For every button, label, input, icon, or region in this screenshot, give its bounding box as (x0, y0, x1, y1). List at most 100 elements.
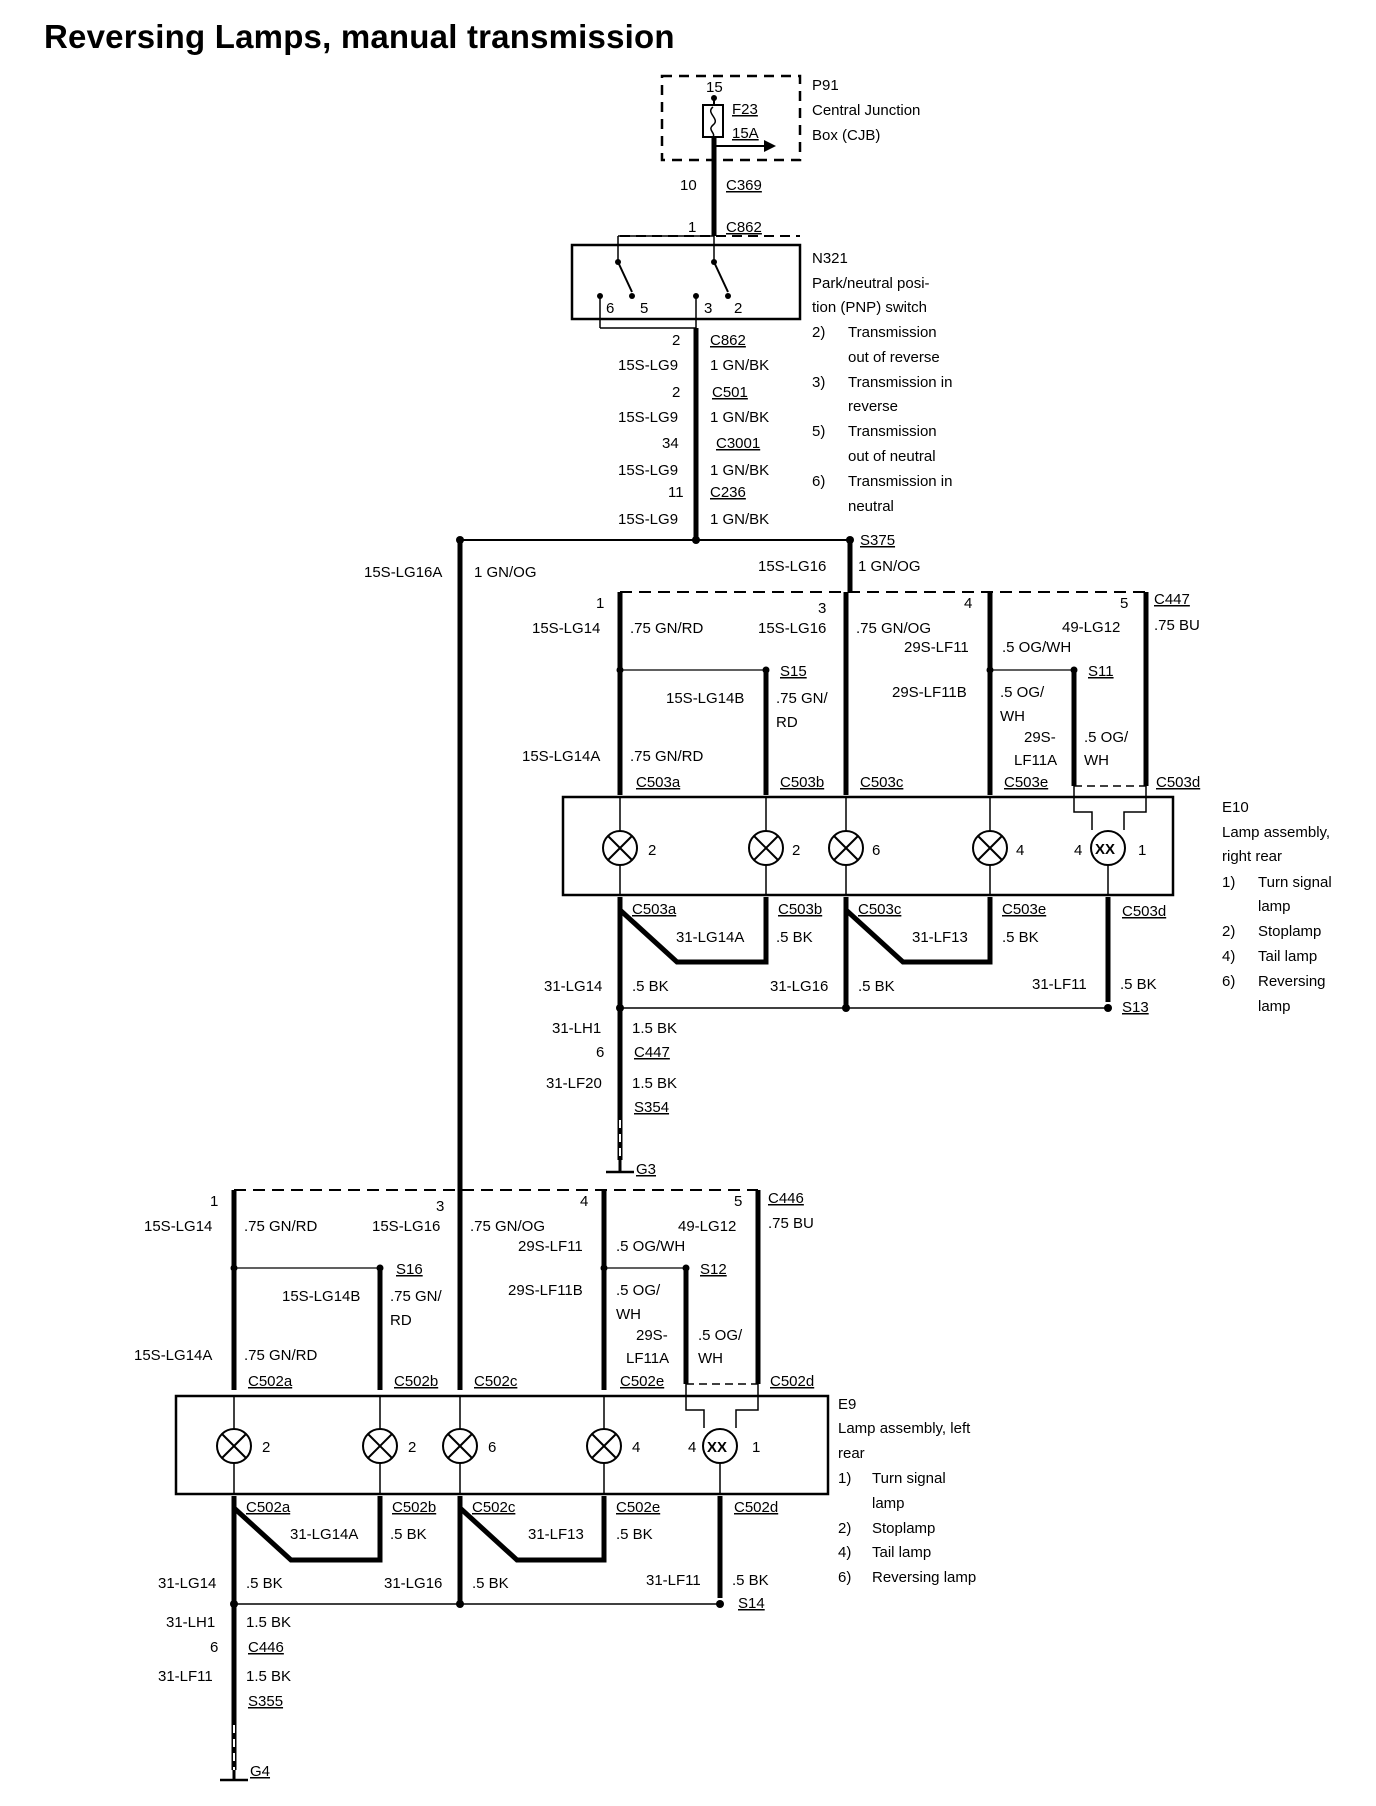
pnp-pin-2: 2 (734, 300, 742, 317)
diagram-label: C502c (472, 1499, 516, 1516)
diagram-label: Stoplamp (872, 1520, 935, 1537)
diagram-label: .5 BK (1120, 976, 1157, 993)
s375-labels: S375 15S-LG16 1 GN/OG 15S-LG16A 1 GN/OG (364, 532, 921, 581)
diagram-label: 2) (1222, 923, 1235, 940)
diagram-label: Transmission in (848, 374, 952, 391)
diagram-label: reverse (848, 398, 898, 415)
diagram-label: Turn signal (1258, 874, 1332, 891)
pnp-pin-3: 3 (704, 300, 712, 317)
diagram-label: C503c (858, 901, 902, 918)
trunk-wiring (456, 328, 854, 1190)
diagram-label: WH (1000, 708, 1025, 725)
diagram-label: Tail lamp (1258, 948, 1317, 965)
diagram-label: C3001 (716, 435, 760, 452)
diagram-label: 6) (838, 1569, 851, 1586)
diagram-label: .5 OG/ (1000, 684, 1045, 701)
diagram-label: 29S-LF11 (904, 639, 969, 656)
diagram-label: 15S-LG9 (618, 357, 678, 374)
diagram-label: 1.5 BK (246, 1614, 291, 1631)
diagram-label: 15S-LG14B (666, 690, 744, 707)
diagram-label: 1.5 BK (632, 1020, 677, 1037)
diagram-label: 3) (812, 374, 825, 391)
c862-top-pin: 1 (688, 219, 696, 236)
diagram-label: 31-LF11 (158, 1668, 213, 1685)
diagram-label: 6) (812, 473, 825, 490)
s16-label: S16 (396, 1261, 423, 1278)
diagram-label: 1 (210, 1193, 218, 1210)
c369-label: C369 (726, 177, 762, 194)
diagram-label: C503e (1002, 901, 1046, 918)
diagram-label: 6 (488, 1439, 496, 1456)
e9-wire-labels: 1 15S-LG14 .75 GN/RD 3 15S-LG16 .75 GN/O… (134, 1190, 814, 1390)
diagram-label: 15S-LG9 (618, 409, 678, 426)
diagram-label: RD (776, 714, 798, 731)
diagram-label: .5 BK (858, 978, 895, 995)
diagram-label: .75 GN/ (776, 690, 829, 707)
diagram-label: 3 (436, 1198, 444, 1215)
e10-lamp-labels: 2 2 6 4 4 1 E10 Lamp assembly, right rea… (648, 799, 1332, 1015)
diagram-label: 31-LF11 (646, 1572, 701, 1589)
diagram-label: .5 BK (732, 1572, 769, 1589)
diagram-label: Reversing lamp (872, 1569, 976, 1586)
diagram-label: 15S-LG14A (522, 748, 600, 765)
diagram-label: 29S-LF11B (892, 684, 967, 701)
diagram-label: 49-LG12 (678, 1218, 736, 1235)
n321-desc-1: Park/neutral posi- (812, 275, 930, 292)
diagram-label: 4) (838, 1544, 851, 1561)
diagram-label: rear (838, 1445, 865, 1462)
diagram-label: 1 (596, 595, 604, 612)
diagram-label: C862 (710, 332, 746, 349)
e9-label: E9 (838, 1396, 856, 1413)
diagram-label: 31-LG14 (158, 1575, 216, 1592)
diagram-label: 15S-LG9 (618, 511, 678, 528)
diagram-label: 1.5 BK (632, 1075, 677, 1092)
e10-supply-wiring (616, 591, 1149, 830)
pnp-switch-body (570, 192, 802, 336)
pnp-pin-5: 5 (640, 300, 648, 317)
n321-desc-2: tion (PNP) switch (812, 299, 927, 316)
g4-label: G4 (250, 1763, 270, 1780)
pnp-pin-6: 6 (606, 300, 614, 317)
diagram-label: 15S-LG16 (758, 558, 826, 575)
diagram-label: 2) (812, 324, 825, 341)
g3-label: G3 (636, 1161, 656, 1178)
diagram-label: 29S- (636, 1327, 668, 1344)
e10-label: E10 (1222, 799, 1249, 816)
e9-ground-labels: C502a C502b C502c C502e C502d 31-LG14A .… (158, 1499, 778, 1780)
diagram-label: C447 (634, 1044, 670, 1061)
diagram-label: 15S-LG14 (532, 620, 600, 637)
diagram-label: 31-LH1 (166, 1614, 215, 1631)
diagram-label: .5 BK (472, 1575, 509, 1592)
diagram-label: 1 GN/OG (474, 564, 537, 581)
diagram-label: 29S-LF11 (518, 1238, 583, 1255)
diagram-label: 2 (408, 1439, 416, 1456)
diagram-label: 4 (964, 595, 972, 612)
diagram-label: 1) (838, 1470, 851, 1487)
diagram-label: Stoplamp (1258, 923, 1321, 940)
diagram-label: C236 (710, 484, 746, 501)
diagram-label: 2 (672, 384, 680, 401)
diagram-label: .75 GN/RD (244, 1218, 318, 1235)
diagram-label: right rear (1222, 848, 1282, 865)
diagram-label: 31-LH1 (552, 1020, 601, 1037)
diagram-label: LF11A (1014, 752, 1057, 769)
diagram-label: .5 BK (390, 1526, 427, 1543)
diagram-label: 4 (580, 1193, 588, 1210)
diagram-label: C502b (394, 1373, 438, 1390)
diagram-label: 31-LG16 (384, 1575, 442, 1592)
diagram-label: .5 OG/WH (1002, 639, 1071, 656)
diagram-label: WH (616, 1306, 641, 1323)
diagram-label: 1 GN/BK (710, 409, 769, 426)
diagram-label: 15S-LG9 (618, 462, 678, 479)
diagram-label: C503d (1156, 774, 1200, 791)
diagram-label: Transmission in (848, 473, 952, 490)
p91-desc-1: Central Junction (812, 102, 920, 119)
diagram-label: 5) (812, 423, 825, 440)
diagram-label: 31-LG14A (676, 929, 744, 946)
s355-label: S355 (248, 1693, 283, 1710)
p91-labels: 15 F23 15A P91 Central Junction Box (CJB… (680, 77, 920, 236)
s15-label: S15 (780, 663, 807, 680)
diagram-label: .5 BK (1002, 929, 1039, 946)
diagram-label: C503a (636, 774, 681, 791)
